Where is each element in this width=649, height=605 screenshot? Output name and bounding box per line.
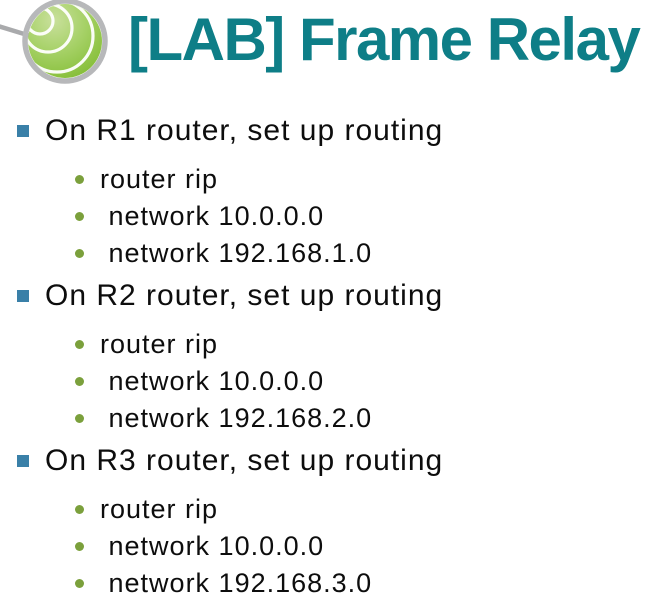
list-item-label: router rip bbox=[100, 329, 219, 359]
square-bullet-icon bbox=[17, 290, 29, 302]
circle-bullet-icon bbox=[75, 340, 84, 349]
list-item: network 10.0.0.0 bbox=[0, 198, 649, 235]
list-item-label: network 192.168.3.0 bbox=[100, 568, 373, 598]
list-item-label: router rip bbox=[100, 494, 219, 524]
square-bullet-icon bbox=[17, 125, 29, 137]
list-item: network 10.0.0.0 bbox=[0, 363, 649, 400]
list-item-label: network 10.0.0.0 bbox=[100, 201, 325, 231]
sub-list: router rip network 10.0.0.0 network 192.… bbox=[0, 491, 649, 602]
sub-list: router rip network 10.0.0.0 network 192.… bbox=[0, 161, 649, 272]
list-item-heading: On R3 router, set up routing bbox=[0, 437, 649, 485]
list-item-label: router rip bbox=[100, 164, 219, 194]
list-item-label: network 192.168.2.0 bbox=[100, 403, 373, 433]
heading-label: On R1 router, set up routing bbox=[45, 114, 444, 147]
heading-label: On R2 router, set up routing bbox=[45, 279, 444, 312]
list-item: router rip bbox=[0, 326, 649, 363]
list-item-label: network 10.0.0.0 bbox=[100, 366, 325, 396]
circle-bullet-icon bbox=[75, 249, 84, 258]
list-item-label: network 10.0.0.0 bbox=[100, 531, 325, 561]
logo-outer-ring bbox=[22, 0, 108, 84]
list-item-label: network 192.168.1.0 bbox=[100, 238, 373, 268]
green-sphere-logo-icon bbox=[0, 0, 108, 84]
square-bullet-icon bbox=[17, 455, 29, 467]
list-item: network 192.168.3.0 bbox=[0, 565, 649, 602]
list-item: network 10.0.0.0 bbox=[0, 528, 649, 565]
circle-bullet-icon bbox=[75, 414, 84, 423]
sub-list: router rip network 10.0.0.0 network 192.… bbox=[0, 326, 649, 437]
bullet-list: On R1 router, set up routing router rip … bbox=[0, 107, 649, 602]
bullet-section-r3: On R3 router, set up routing router rip … bbox=[0, 437, 649, 602]
list-item: network 192.168.1.0 bbox=[0, 235, 649, 272]
circle-bullet-icon bbox=[75, 377, 84, 386]
circle-bullet-icon bbox=[75, 505, 84, 514]
list-item: router rip bbox=[0, 161, 649, 198]
list-item-heading: On R1 router, set up routing bbox=[0, 107, 649, 155]
slide-title: [LAB] Frame Relay bbox=[128, 5, 641, 73]
circle-bullet-icon bbox=[75, 175, 84, 184]
bullet-section-r2: On R2 router, set up routing router rip … bbox=[0, 272, 649, 437]
circle-bullet-icon bbox=[75, 579, 84, 588]
circle-bullet-icon bbox=[75, 542, 84, 551]
list-item: router rip bbox=[0, 491, 649, 528]
circle-bullet-icon bbox=[75, 212, 84, 221]
bullet-section-r1: On R1 router, set up routing router rip … bbox=[0, 107, 649, 272]
list-item-heading: On R2 router, set up routing bbox=[0, 272, 649, 320]
list-item: network 192.168.2.0 bbox=[0, 400, 649, 437]
heading-label: On R3 router, set up routing bbox=[45, 444, 444, 477]
